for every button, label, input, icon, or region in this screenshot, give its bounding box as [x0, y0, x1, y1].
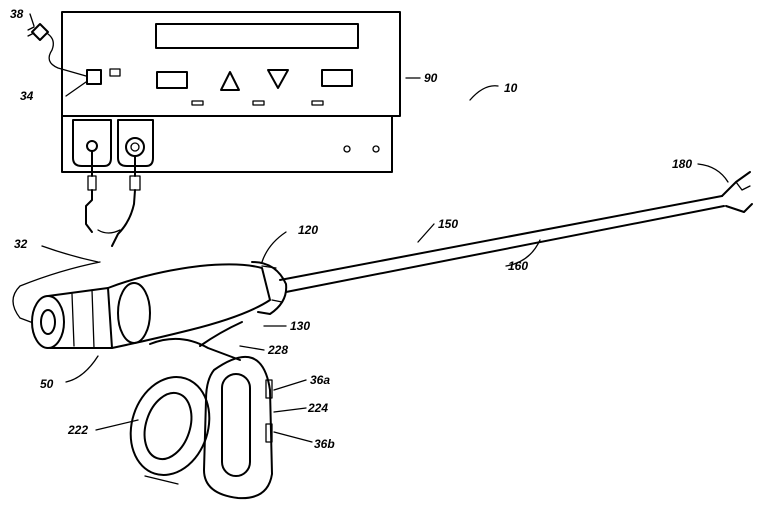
indicator-light [110, 69, 120, 76]
down-arrow-icon [268, 70, 288, 88]
power-plug-icon [28, 24, 86, 76]
label-38: 38 [10, 7, 24, 21]
label-150: 150 [438, 217, 458, 231]
label-120: 120 [298, 223, 318, 237]
label-34: 34 [20, 89, 34, 103]
label-222: 222 [67, 423, 88, 437]
label-224: 224 [307, 401, 328, 415]
label-32: 32 [14, 237, 28, 251]
generator-unit [62, 12, 400, 172]
generator-left-button [157, 72, 187, 88]
label-50: 50 [40, 377, 54, 391]
label-180: 180 [672, 157, 692, 171]
generator-right-button [322, 70, 352, 86]
generator-display [156, 24, 358, 48]
up-arrow-icon [221, 72, 239, 90]
handpiece [32, 172, 752, 498]
socket-square [87, 70, 101, 84]
label-228: 228 [267, 343, 288, 357]
label-90: 90 [424, 71, 438, 85]
label-36b: 36b [314, 437, 335, 451]
leader-lines [30, 14, 728, 442]
label-160: 160 [508, 259, 528, 273]
label-10: 10 [504, 81, 518, 95]
label-36a: 36a [310, 373, 330, 387]
label-130: 130 [290, 319, 310, 333]
